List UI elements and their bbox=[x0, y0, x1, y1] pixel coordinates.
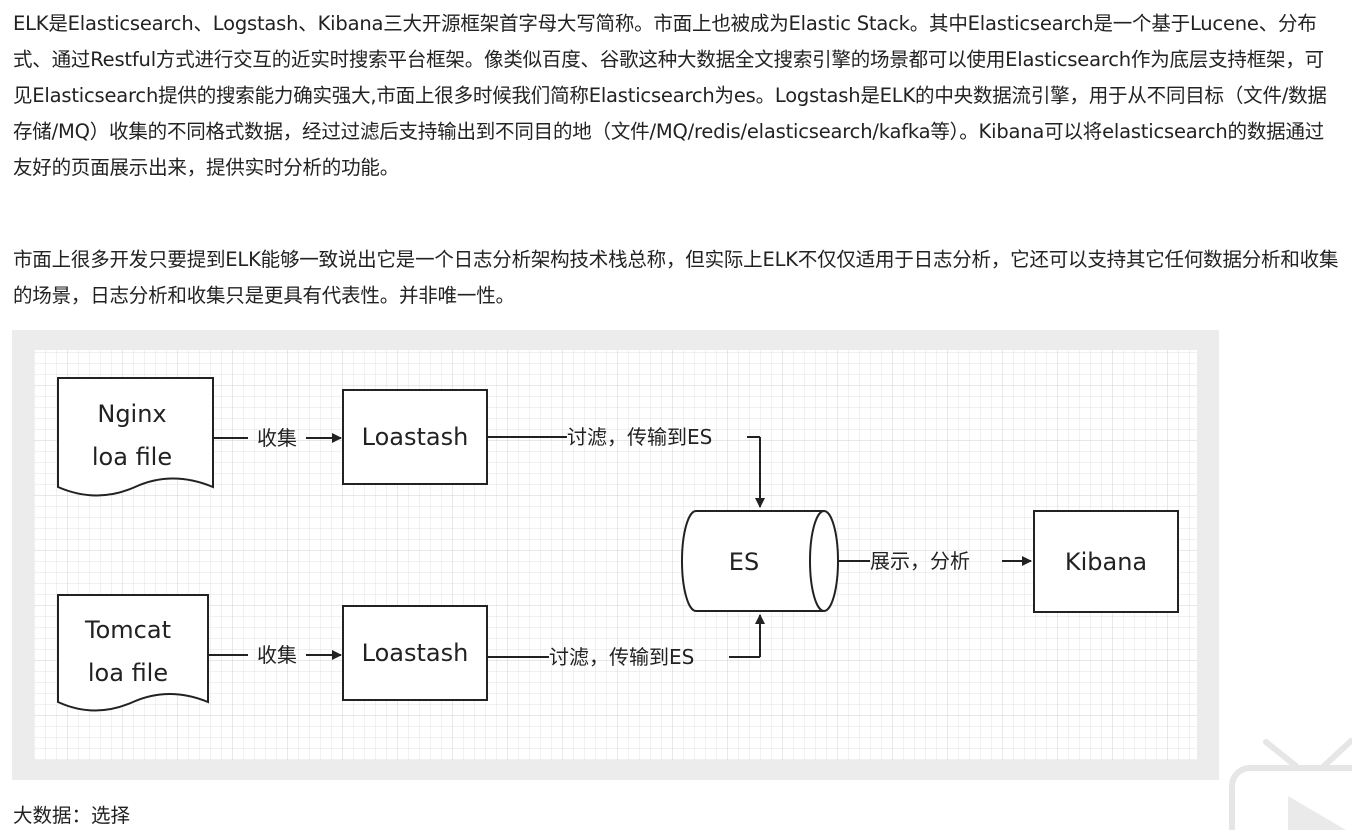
edge-collect-bottom: 收集 bbox=[208, 643, 342, 667]
video-player-icon[interactable] bbox=[1226, 737, 1352, 834]
intro-paragraph: ELK是Elasticsearch、Logstash、Kibana三大开源框架首… bbox=[13, 12, 1327, 179]
display-label: 展示，分析 bbox=[870, 549, 970, 573]
section-caption: 大数据：选择 bbox=[13, 804, 131, 827]
logstash-bottom-node: Loastash bbox=[342, 605, 488, 701]
collect-bottom-label: 收集 bbox=[257, 643, 297, 667]
logstash-bottom-label: Loastash bbox=[362, 639, 469, 667]
elasticsearch-node: ES bbox=[681, 510, 839, 612]
nginx-file-sublabel: loa file bbox=[92, 443, 172, 471]
logstash-top-node: Loastash bbox=[342, 389, 488, 485]
tomcat-file-sublabel: loa file bbox=[88, 659, 168, 687]
edge-filter-bottom: 讨滤，传输到ES bbox=[487, 614, 765, 669]
kibana-node: Kibana bbox=[1033, 510, 1179, 613]
collect-top-label: 收集 bbox=[257, 426, 297, 450]
edge-filter-top: 讨滤，传输到ES bbox=[487, 425, 765, 508]
edge-display: 展示，分析 bbox=[839, 549, 1032, 573]
nginx-file-label: Nginx bbox=[97, 400, 166, 428]
logstash-top-label: Loastash bbox=[362, 423, 469, 451]
usage-paragraph: 市面上很多开发只要提到ELK能够一致说出它是一个日志分析架构技术栈总称，但实际上… bbox=[13, 248, 1339, 307]
edge-collect-top: 收集 bbox=[213, 426, 342, 450]
tomcat-log-file-node: Tomcat loa file bbox=[57, 594, 209, 712]
elk-architecture-figure: Nginx loa file Tomcat loa file Loastash … bbox=[12, 330, 1219, 780]
filter-top-label: 讨滤，传输到ES bbox=[567, 425, 712, 449]
tomcat-file-label: Tomcat bbox=[84, 616, 171, 644]
kibana-label: Kibana bbox=[1065, 548, 1147, 576]
filter-bottom-label: 讨滤，传输到ES bbox=[549, 645, 694, 669]
es-label: ES bbox=[729, 548, 759, 576]
nginx-log-file-node: Nginx loa file bbox=[57, 377, 214, 497]
